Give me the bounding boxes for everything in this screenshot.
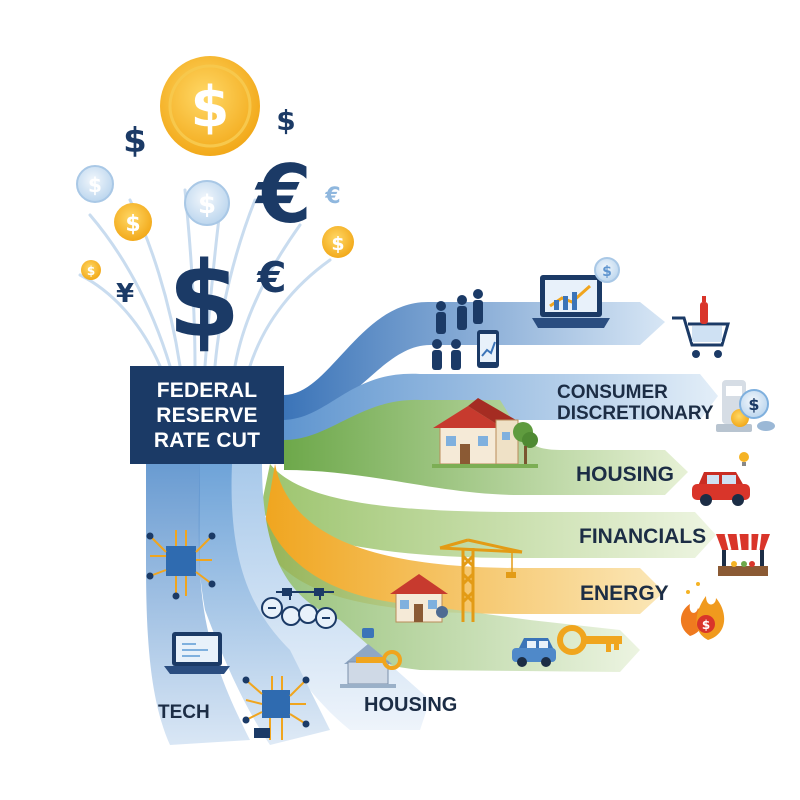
sector-labels: CONSUMER DISCRETIONARY HOUSING FINANCIAL… — [158, 382, 714, 723]
circuit-chip-icon-2 — [242, 676, 310, 740]
label-housing-bottom: HOUSING — [364, 694, 457, 716]
blue-coin-1: $ — [76, 165, 114, 203]
car-icon — [692, 452, 750, 506]
laptop-chart-icon: $ — [532, 257, 620, 328]
blue-car-icon — [512, 638, 556, 667]
blue-coin-2: $ — [184, 180, 230, 226]
svg-text:$: $ — [125, 212, 140, 237]
ribbon-top-blue — [284, 301, 665, 425]
svg-text:$: $ — [88, 173, 102, 197]
currency-cloud: $ $ $ € € € $ ¥ $ $ $ $ $ — [76, 56, 354, 361]
market-stall-icon — [716, 533, 770, 576]
label-energy: ENERGY — [580, 582, 669, 605]
fed-box-line-2: RESERVE — [156, 403, 258, 427]
svg-text:$: $ — [331, 233, 344, 255]
label-financials: FINANCIALS — [579, 525, 706, 548]
house-key-icon — [340, 628, 402, 688]
gas-pump-coin-icon: $ — [716, 380, 775, 432]
smartphone-icon — [477, 330, 499, 368]
euro-symbol-light: € — [324, 184, 340, 209]
euro-symbol-large: € — [254, 148, 312, 241]
house-icon — [432, 398, 538, 468]
label-consumer-discretionary-line2: DISCRETIONARY — [557, 403, 714, 424]
euro-symbol-medium: € — [256, 253, 286, 302]
dollar-symbol-small-1: $ — [123, 121, 147, 161]
svg-text:$: $ — [602, 264, 612, 280]
gold-coin-2: $ — [114, 203, 152, 241]
fountain-streams — [78, 188, 332, 368]
gold-coin-large: $ — [160, 56, 260, 156]
label-tech: TECH — [158, 702, 210, 723]
small-house-icon — [390, 574, 448, 623]
people-icon — [432, 289, 483, 370]
network-coins-icon — [261, 588, 337, 629]
svg-text:$: $ — [87, 264, 95, 278]
label-consumer-discretionary-line1: CONSUMER — [557, 382, 668, 403]
fed-box-line-3: RATE CUT — [153, 428, 261, 452]
ribbon-down-middle — [198, 464, 330, 745]
shopping-cart-icon — [672, 296, 730, 358]
laptop-icon-tech — [164, 632, 230, 674]
key-icon — [557, 625, 622, 655]
svg-text:$: $ — [198, 190, 216, 220]
yen-symbol: ¥ — [116, 279, 134, 309]
dollar-symbol-giant: $ — [168, 239, 240, 361]
fed-box-line-1: FEDERAL — [156, 378, 258, 402]
label-housing-right: HOUSING — [576, 463, 674, 486]
gold-coin-3: $ — [322, 226, 354, 258]
svg-text:$: $ — [748, 395, 759, 414]
gold-coin-4: $ — [81, 260, 101, 280]
svg-text:$: $ — [191, 75, 230, 140]
federal-reserve-rate-cut-box: FEDERAL RESERVE RATE CUT — [130, 366, 284, 464]
svg-text:$: $ — [702, 618, 710, 632]
circuit-chip-icon-1 — [146, 530, 216, 600]
ribbon-financials — [260, 464, 716, 558]
dollar-symbol-small-2: $ — [276, 104, 295, 137]
ribbon-energy — [262, 464, 664, 614]
construction-crane-icon — [439, 538, 523, 622]
flame-coin-icon: $ — [680, 582, 725, 640]
